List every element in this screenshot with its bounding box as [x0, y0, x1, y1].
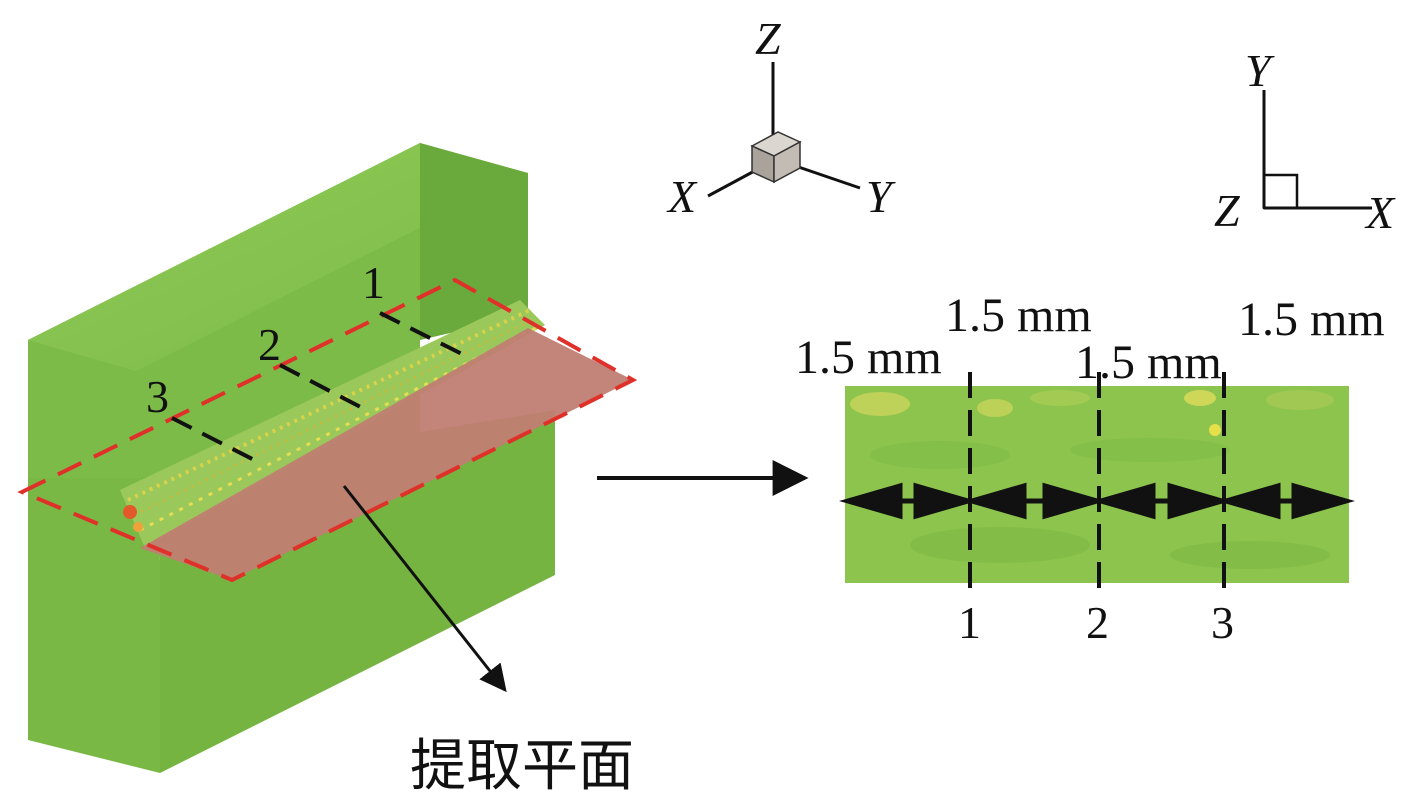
block-section-line-2 [279, 363, 371, 414]
plane-dashed-outline [17, 277, 638, 583]
axes-plane: Y Z X [1214, 45, 1396, 238]
plane-axis-label-z: Z [1214, 185, 1240, 236]
dimension-label-3: 1.5 mm [1075, 336, 1222, 389]
dimension-label-2: 1.5 mm [945, 289, 1092, 342]
block-lower-front-face [28, 478, 160, 773]
block-upper-side-face [420, 143, 528, 340]
block-upper-top-face [28, 143, 528, 371]
weld-block-3d: 1 2 3 [17, 143, 638, 773]
block-section-line-1 [379, 311, 471, 360]
plane-axis-label-x: X [1364, 187, 1396, 238]
iso-axis-label-z: Z [755, 13, 781, 64]
section-line-label-2: 2 [1086, 597, 1109, 648]
dimension-label-4: 1.5 mm [1238, 293, 1385, 346]
plane-caption: 提取平面 [410, 734, 634, 792]
axis-z-square-icon [1262, 173, 1299, 210]
block-line-label-3: 3 [146, 371, 169, 422]
iso-axis-label-y: Y [866, 171, 896, 222]
caption-pointer-arrow [342, 485, 507, 693]
axes-iso: Z X Y [666, 13, 896, 222]
dimension-label-1: 1.5 mm [795, 331, 942, 384]
block-section-line-3 [171, 416, 263, 466]
block-line-label-2: 2 [258, 319, 281, 370]
section-texture [850, 390, 1334, 569]
axis-cube-icon [750, 131, 802, 184]
extracted-section: 1.5 mm 1.5 mm 1.5 mm 1.5 mm 1 2 3 [795, 289, 1385, 648]
section-line-label-1: 1 [958, 597, 981, 648]
iso-axis-label-x: X [666, 171, 698, 222]
section-line-label-3: 3 [1211, 597, 1234, 648]
weld-groove [120, 300, 545, 548]
plane-axis-label-y: Y [1245, 45, 1275, 96]
extraction-plane [140, 328, 633, 580]
block-line-label-1: 1 [362, 257, 385, 308]
dimension-arrows [838, 482, 1356, 520]
